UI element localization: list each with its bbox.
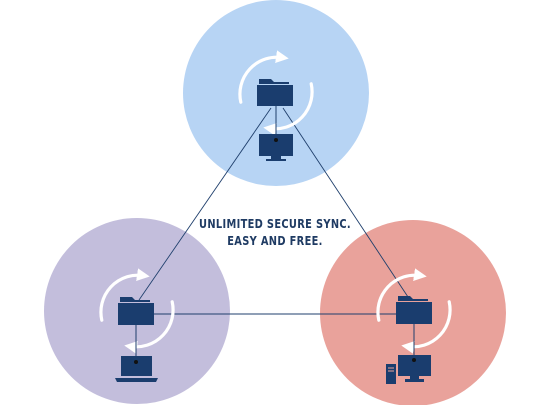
folder-icon (257, 79, 293, 106)
tagline-line-1: UNLIMITED SECURE SYNC. (198, 217, 352, 231)
connector-lines (138, 107, 411, 315)
tagline-line-2: EASY AND FREE. (227, 234, 323, 248)
sync-arrows-icon (99, 268, 175, 354)
sync-arrows-icon (238, 50, 314, 136)
sync-arrows-icon (376, 268, 452, 354)
folder-icon (118, 297, 154, 325)
connection-dot (274, 138, 278, 142)
desktop-monitor-icon (259, 134, 293, 161)
connection-dot (134, 360, 138, 364)
right-node (376, 268, 452, 384)
connection-dot (412, 358, 416, 362)
top-node (238, 50, 314, 161)
connector-top-left (138, 107, 272, 301)
folder-icon (396, 296, 432, 324)
connector-top-right (282, 107, 411, 301)
left-node (99, 268, 175, 382)
desktop-tower-icon (386, 364, 396, 384)
tagline: UNLIMITED SECURE SYNC. EASY AND FREE. (197, 216, 353, 250)
desktop-monitor-icon (398, 355, 431, 382)
laptop-icon (115, 356, 158, 382)
